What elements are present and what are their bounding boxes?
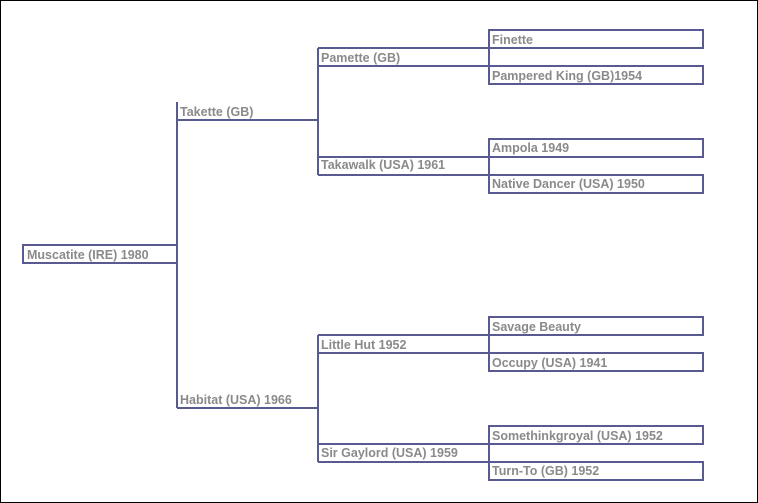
horse-name-g3-8: Turn-To (GB) 1952 [492, 464, 599, 478]
horse-name-g3-2: Pampered King (GB)1954 [492, 69, 642, 83]
horse-sire-sire: Pamette (GB) [318, 47, 489, 67]
horse-name-sire: Takette (GB) [180, 105, 253, 119]
horse-name-g3-4: Native Dancer (USA) 1950 [492, 177, 645, 191]
horse-name-dam-dam: Sir Gaylord (USA) 1959 [321, 446, 458, 460]
horse-name-g3-7: Somethinkgroyal (USA) 1952 [492, 429, 663, 443]
horse-g3-6: Occupy (USA) 1941 [488, 352, 704, 372]
horse-name-dam-sire: Little Hut 1952 [321, 338, 406, 352]
horse-g3-3: Ampola 1949 [488, 138, 704, 158]
horse-g3-7: Somethinkgroyal (USA) 1952 [488, 425, 704, 445]
horse-g3-8: Turn-To (GB) 1952 [488, 461, 704, 481]
horse-name-dam: Habitat (USA) 1966 [180, 393, 292, 407]
horse-dam-sire: Little Hut 1952 [318, 334, 489, 354]
horse-name-g3-6: Occupy (USA) 1941 [492, 356, 607, 370]
horse-g3-5: Savage Beauty [488, 316, 704, 336]
horse-name-g3-1: Finette [492, 33, 533, 47]
horse-g3-4: Native Dancer (USA) 1950 [488, 174, 704, 194]
horse-g3-1: Finette [488, 29, 704, 49]
horse-name-g3-3: Ampola 1949 [492, 141, 569, 155]
horse-sire: Takette (GB) [177, 105, 318, 121]
horse-sire-dam: Takawalk (USA) 1961 [318, 156, 489, 176]
horse-subject: Muscatite (IRE) 1980 [22, 244, 178, 264]
horse-name-subject: Muscatite (IRE) 1980 [27, 248, 149, 262]
horse-name-sire-sire: Pamette (GB) [321, 51, 400, 65]
horse-dam: Habitat (USA) 1966 [177, 393, 318, 409]
horse-g3-2: Pampered King (GB)1954 [488, 65, 704, 85]
horse-dam-dam: Sir Gaylord (USA) 1959 [318, 443, 489, 463]
horse-name-g3-5: Savage Beauty [492, 320, 581, 334]
horse-name-sire-dam: Takawalk (USA) 1961 [321, 158, 445, 172]
